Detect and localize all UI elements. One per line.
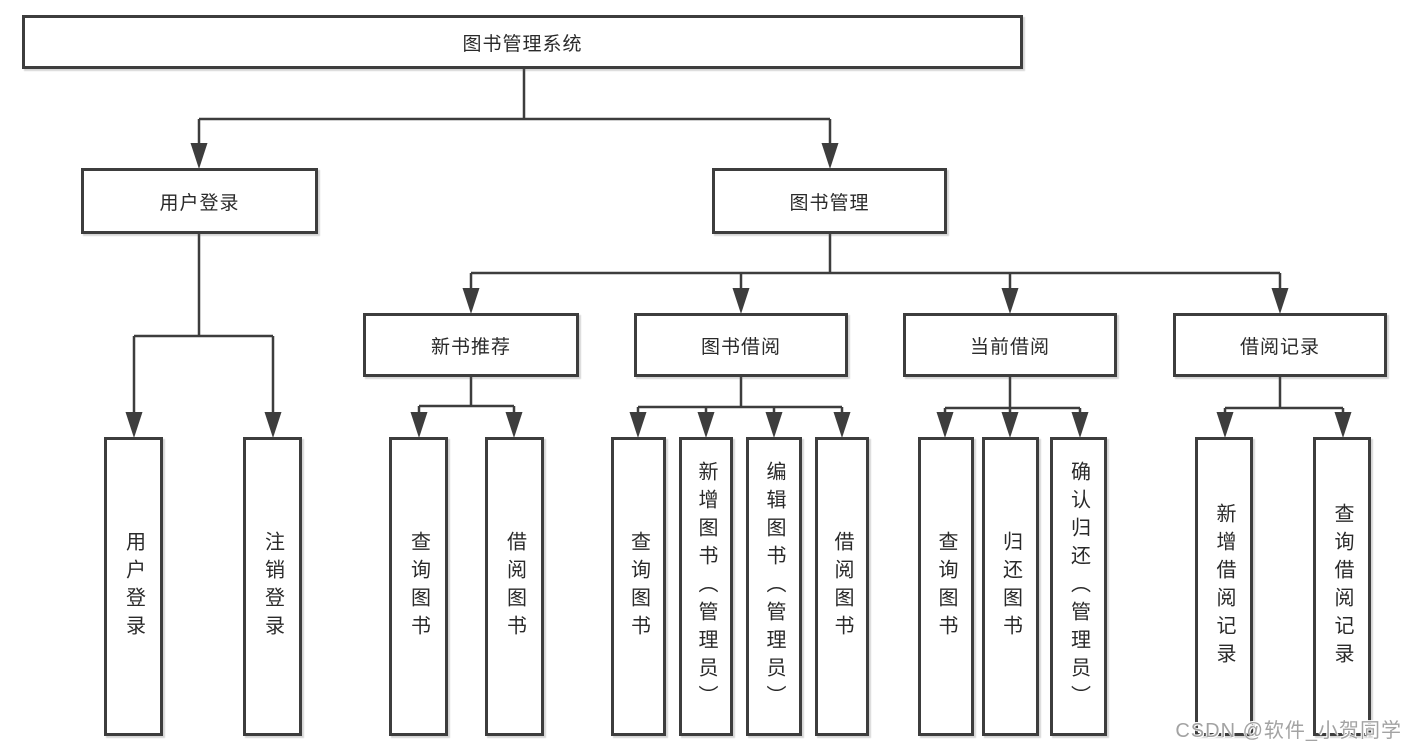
arrowhead-down-icon — [1071, 412, 1089, 438]
arrowhead-down-icon — [1001, 288, 1019, 314]
arrowhead-down-icon — [505, 412, 523, 438]
arrowhead-down-icon — [1001, 412, 1019, 438]
node-root: 图书管理系统 — [22, 15, 1023, 69]
arrowhead-down-icon — [1271, 288, 1289, 314]
arrowhead-down-icon — [697, 412, 715, 438]
node-leaf-query-borrow-record: 查询借阅记录 — [1313, 437, 1371, 736]
arrowhead-down-icon — [1334, 412, 1352, 438]
arrowhead-down-icon — [410, 412, 428, 438]
arrowhead-down-icon — [732, 288, 750, 314]
node-leaf-edit-books: 编辑图书（管理员） — [746, 437, 802, 736]
arrowhead-down-icon — [190, 143, 208, 169]
arrowhead-down-icon — [462, 288, 480, 314]
arrowhead-down-icon — [765, 412, 783, 438]
node-leaf-query-books-3: 查询图书 — [918, 437, 974, 736]
node-new-book-recommend: 新书推荐 — [363, 313, 579, 377]
node-leaf-borrow-books-2: 借阅图书 — [815, 437, 869, 736]
node-book-management: 图书管理 — [712, 168, 947, 234]
node-leaf-add-borrow-record: 新增借阅记录 — [1195, 437, 1253, 736]
node-leaf-logout: 注销登录 — [243, 437, 302, 736]
node-leaf-return-books: 归还图书 — [982, 437, 1039, 736]
node-leaf-query-books-2: 查询图书 — [611, 437, 666, 736]
node-user-login-group: 用户登录 — [81, 168, 318, 234]
arrowhead-down-icon — [1216, 412, 1234, 438]
arrowhead-down-icon — [629, 412, 647, 438]
node-leaf-borrow-books-1: 借阅图书 — [485, 437, 544, 736]
arrowhead-down-icon — [936, 412, 954, 438]
arrowhead-down-icon — [821, 143, 839, 169]
arrowhead-down-icon — [833, 412, 851, 438]
node-borrowing-records: 借阅记录 — [1173, 313, 1387, 377]
arrowhead-down-icon — [264, 412, 282, 438]
node-leaf-add-books: 新增图书（管理员） — [679, 437, 733, 736]
node-leaf-user-login: 用户登录 — [104, 437, 163, 736]
node-leaf-confirm-return: 确认归还（管理员） — [1050, 437, 1107, 736]
node-book-borrowing: 图书借阅 — [634, 313, 848, 377]
watermark-text: CSDN @软件_小贺同学 — [1175, 720, 1402, 742]
node-current-borrowing: 当前借阅 — [903, 313, 1117, 377]
node-leaf-query-books-1: 查询图书 — [389, 437, 448, 736]
arrowhead-down-icon — [125, 412, 143, 438]
